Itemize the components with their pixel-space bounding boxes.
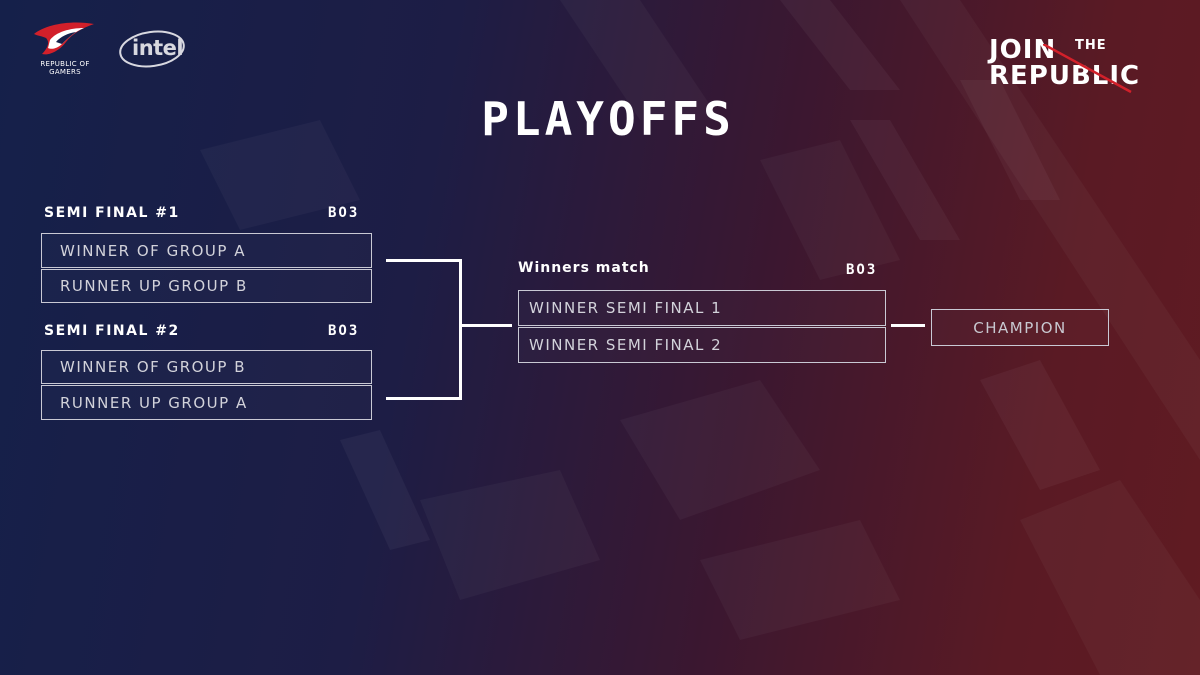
semi1-label: SEMI FINAL #1 [44,205,180,221]
jtr-join: JOIN [989,35,1057,65]
rog-logo-text: REPUBLIC OF GAMERS [34,60,96,76]
final-team2-slot: WINNER SEMI FINAL 2 [518,327,886,363]
join-the-republic-logo: JOIN THE REPUBLIC [985,36,1185,96]
intel-wordmark: intel [132,36,184,60]
semi1-team1-slot: WINNER OF GROUP A [41,233,372,268]
rog-logo [32,20,96,58]
champion-slot: CHAMPION [931,309,1109,346]
rog-text-line1: REPUBLIC OF [40,60,90,68]
final-team1-slot: WINNER SEMI FINAL 1 [518,290,886,326]
connector-semi2 [386,397,462,400]
jtr-republic: REPUBLIC [989,61,1141,91]
final-label: Winners match [518,260,650,276]
page-title: PLAYOFFS [481,92,735,146]
red-slash-icon [1043,44,1132,94]
final-format: BO3 [846,262,878,278]
jtr-the: THE [1075,38,1107,53]
semi2-label: SEMI FINAL #2 [44,323,180,339]
connector-semi1 [386,259,462,262]
connector-to-final [459,324,512,327]
rog-text-line2: GAMERS [49,68,81,76]
semi1-team2-slot: RUNNER UP GROUP B [41,269,372,303]
semi1-format: BO3 [328,205,360,221]
intel-swoosh-icon [119,30,185,68]
intel-logo: intel [118,28,188,70]
semi2-format: BO3 [328,323,360,339]
connector-vertical [459,259,462,400]
connector-to-champion [891,324,925,327]
semi2-team2-slot: RUNNER UP GROUP A [41,385,372,420]
semi2-team1-slot: WINNER OF GROUP B [41,350,372,384]
rog-eye-icon [34,22,94,55]
